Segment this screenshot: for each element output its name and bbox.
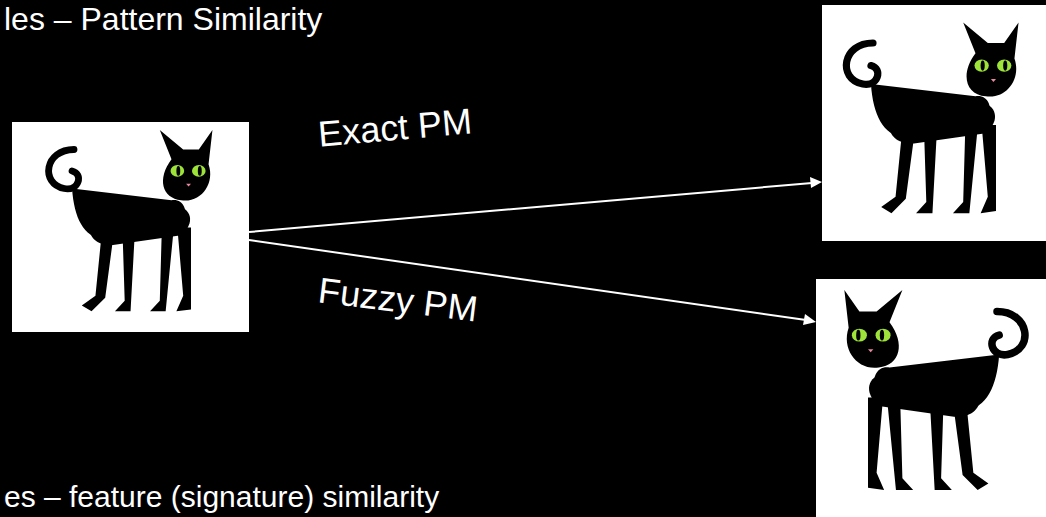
arrow-label: Fuzzy PM xyxy=(316,271,480,330)
slide-title: les – Pattern Similarity xyxy=(4,2,322,37)
arrow-label: Exact PM xyxy=(317,102,474,155)
slide-subheading: es – feature (signature) similarity xyxy=(4,480,439,513)
